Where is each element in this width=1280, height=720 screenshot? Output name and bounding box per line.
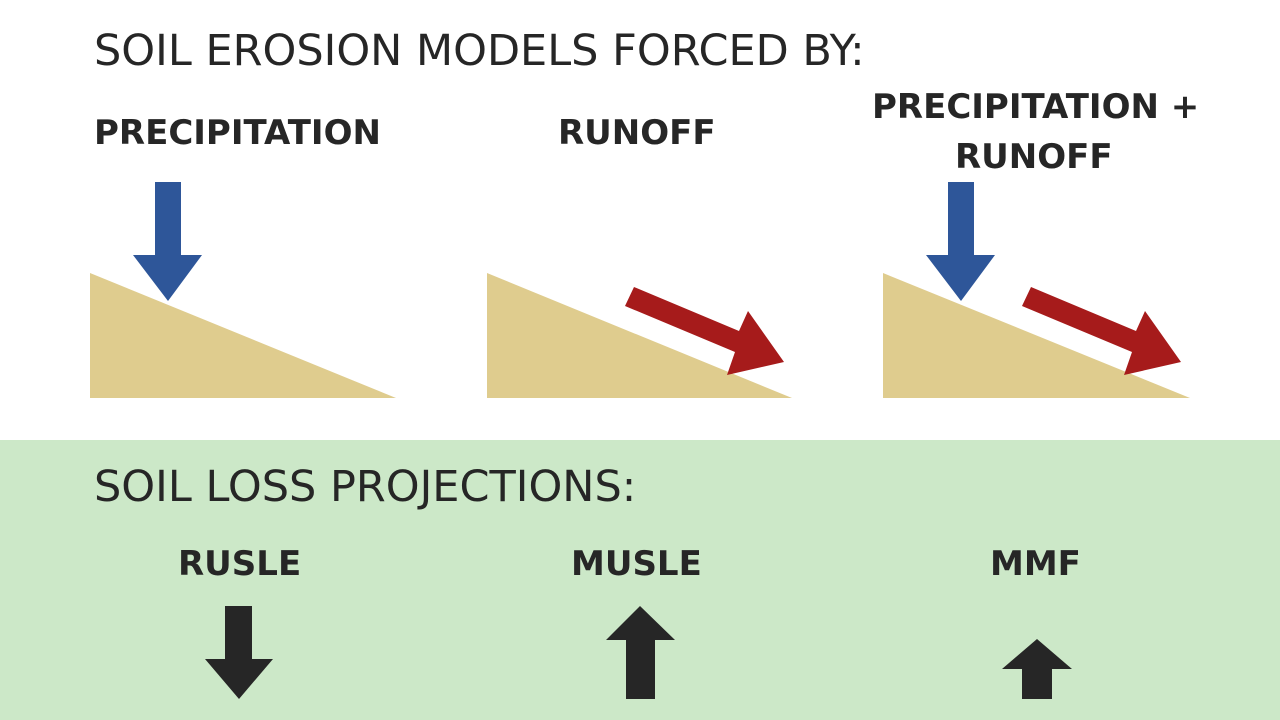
combined-label-line-2: RUNOFF <box>955 137 1113 177</box>
rusle-label: RUSLE <box>178 544 302 584</box>
slope-precipitation <box>90 273 396 398</box>
runoff-arrow-icon <box>625 287 784 375</box>
precipitation-arrow-icon <box>133 182 202 301</box>
musle-label: MUSLE <box>571 544 702 584</box>
mmf-label: MMF <box>990 544 1081 584</box>
combined-label-line-1: PRECIPITATION + <box>872 87 1200 127</box>
forcing-diagrams <box>90 182 1190 398</box>
precipitation-label: PRECIPITATION <box>94 113 381 153</box>
combined-runoff-arrow-icon <box>1022 287 1181 375</box>
projections-heading: SOIL LOSS PROJECTIONS: <box>94 462 637 512</box>
forcing-heading: SOIL EROSION MODELS FORCED BY: <box>94 26 865 76</box>
runoff-label: RUNOFF <box>558 113 716 153</box>
combined-precipitation-arrow-icon <box>926 182 995 301</box>
slope-runoff <box>487 273 792 398</box>
slope-combined <box>883 273 1190 398</box>
